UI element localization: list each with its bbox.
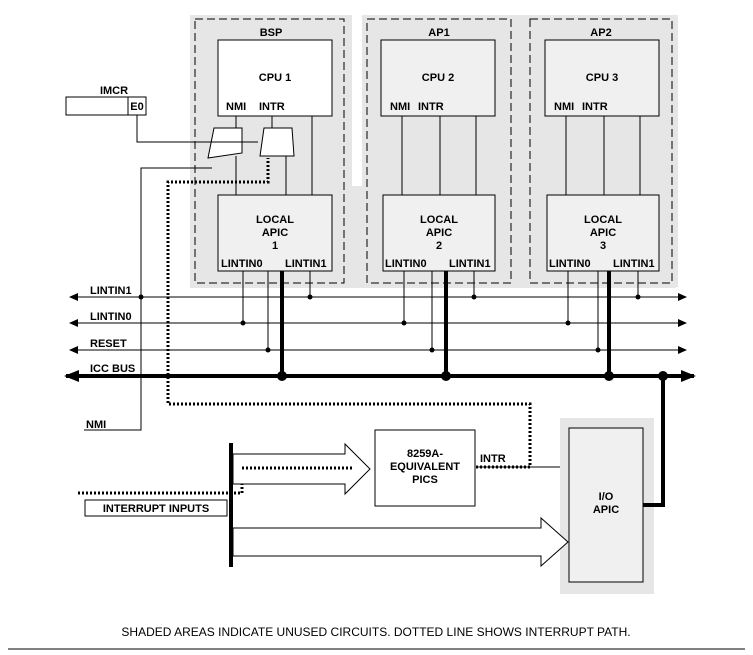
nmi-mux [207, 127, 243, 159]
apic2-lintin1: LINTIN1 [449, 258, 491, 270]
apic3-line3: 3 [600, 240, 606, 252]
interrupt-inputs-box [84, 499, 228, 517]
nmi-bus-label: NMI [86, 419, 106, 431]
imcr-e0-label: E0 [130, 101, 143, 113]
mux-outputs [235, 156, 287, 195]
cpu3-nmi: NMI [554, 101, 574, 113]
pic-line2: EQUIVALENT [390, 461, 460, 473]
pic-line3: PICS [412, 474, 438, 486]
arrow-to-ioapic [232, 516, 569, 568]
apic2-line1: LOCAL [420, 214, 458, 226]
cpu1-intr: INTR [259, 101, 285, 113]
arrow-to-pic [232, 442, 371, 496]
intr-mux [259, 127, 295, 157]
local-apic2-box [382, 194, 496, 272]
cpu3-label: CPU 3 [586, 72, 618, 84]
apic-icc-links [280, 271, 611, 376]
cpu1-label: CPU 1 [259, 72, 291, 84]
cpu1-nmi: NMI [226, 101, 246, 113]
apic3-line2: APIC [590, 227, 616, 239]
bsp-title: BSP [260, 27, 283, 39]
apic1-lintin1: LINTIN1 [285, 258, 327, 270]
cpu2-nmi: NMI [390, 101, 410, 113]
apic-lint-links [242, 271, 639, 350]
apic3-lintin0: LINTIN0 [549, 258, 591, 270]
local-apic3-box [546, 194, 660, 272]
processor-boundaries [194, 18, 673, 284]
pic-box [374, 429, 476, 507]
pic-intr-label: INTR [480, 453, 506, 465]
bsp-muxes [207, 127, 295, 159]
junction-dots [138, 294, 668, 381]
cpu2-intr: INTR [418, 101, 444, 113]
hollow-arrows [232, 442, 569, 568]
ap2-boundary [529, 18, 673, 284]
apic1-lintin0: LINTIN0 [221, 258, 263, 270]
ioapic-icc-link [643, 376, 665, 507]
apic3-line1: LOCAL [584, 214, 622, 226]
cpu1-box [217, 39, 333, 117]
apic1-line2: APIC [262, 227, 288, 239]
local-apic1-box [217, 194, 333, 272]
imcr-register [65, 96, 129, 116]
caption: SHADED AREAS INDICATE UNUSED CIRCUITS. D… [121, 625, 630, 639]
cpu3-intr: INTR [582, 101, 608, 113]
imcr-select-line [136, 115, 258, 143]
cpu3-box [544, 39, 660, 117]
pic-line1: 8259A- [407, 448, 443, 460]
imcr-label: IMCR [100, 85, 128, 97]
apic1-line1: LOCAL [256, 214, 294, 226]
cpu2-label: CPU 2 [422, 72, 454, 84]
ioapic-line1: I/O [599, 491, 614, 503]
cpu-apic-links [235, 116, 641, 195]
ap1-boundary [366, 18, 512, 284]
lintin1-bus-label: LINTIN1 [90, 285, 132, 297]
apic-boxes [217, 194, 660, 272]
apic2-line2: APIC [426, 227, 452, 239]
reset-bus-label: RESET [90, 338, 127, 350]
icc-bus-label: ICC BUS [90, 363, 135, 375]
ap1-title: AP1 [428, 27, 449, 39]
ioapic-box [568, 427, 644, 583]
ioapic-line2: APIC [593, 504, 619, 516]
apic3-lintin1: LINTIN1 [613, 258, 655, 270]
apic2-lintin0: LINTIN0 [385, 258, 427, 270]
interrupt-inputs-label: INTERRUPT INPUTS [103, 503, 209, 515]
cpu2-box [380, 39, 496, 117]
apic2-line3: 2 [436, 240, 442, 252]
bsp-boundary [194, 18, 345, 284]
ap2-title: AP2 [590, 27, 611, 39]
cpu-boxes [217, 39, 660, 117]
apic1-line3: 1 [272, 240, 278, 252]
lintin0-bus-label: LINTIN0 [90, 311, 132, 323]
